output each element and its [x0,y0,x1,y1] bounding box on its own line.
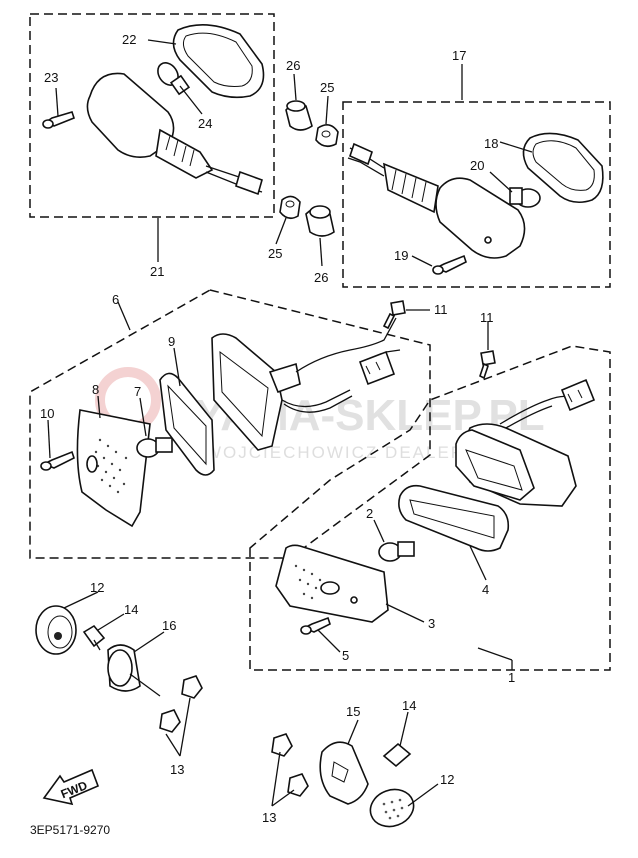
flasher-lens-18 [522,132,604,204]
housing-6 [211,317,401,451]
callout-10: 10 [40,406,54,421]
fwd-arrow-icon: FWD [42,768,100,806]
bulb-20 [509,187,541,208]
screw-11-rear-left [382,300,406,330]
bolt-14-right [382,742,412,768]
callout-23: 23 [44,70,58,85]
screw-10 [40,450,75,471]
nut-13-left [159,675,203,733]
callout-25-top: 25 [320,80,334,95]
callout-4: 4 [482,582,489,597]
callout-16: 16 [162,618,176,633]
housing-1 [455,378,596,507]
bulb-7 [136,437,173,458]
flasher-lens-22 [172,24,265,99]
callout-11-right: 11 [480,310,494,325]
callout-15: 15 [346,704,360,719]
callout-14-left: 14 [124,602,138,617]
group-21-box [29,13,275,218]
grommet-26-bottom [305,205,335,237]
nut-13-right [271,733,309,797]
flasher-housing-17 [347,142,526,259]
gasket-9 [159,372,215,476]
callout-18: 18 [484,136,498,151]
bracket-16 [107,644,161,697]
callout-17: 17 [452,48,466,63]
callout-12-left: 12 [90,580,104,595]
screw-11-rear-right [479,350,496,380]
callout-19: 19 [394,248,408,263]
callout-1: 1 [508,670,515,685]
callout-5: 5 [342,648,349,663]
callout-13-left: 13 [170,762,184,777]
bulb-2 [378,541,415,562]
callout-11-left: 11 [434,302,448,317]
callout-9: 9 [168,334,175,349]
screw-23 [42,111,75,129]
gasket-4 [398,484,510,552]
callout-24: 24 [198,116,212,131]
callout-7: 7 [134,384,141,399]
callout-2: 2 [366,506,373,521]
leader-lines [47,39,533,807]
flasher-housing-21 [86,72,263,196]
drawing-code: 3EP5171-9270 [30,823,110,837]
screw-5 [300,616,331,635]
callout-26-bottom: 26 [314,270,328,285]
callout-3: 3 [428,616,435,631]
bolt-14-left [82,624,106,651]
callout-12-right: 12 [440,772,454,787]
watermark-subtext: WOJCIECHOWICZ DEALER [205,443,465,462]
callout-25-bottom: 25 [268,246,282,261]
callout-14-right: 14 [402,698,416,713]
lens-8 [76,409,151,528]
bulb-24 [157,62,191,96]
group-1-box [249,345,611,671]
screw-19 [432,254,467,275]
callout-26-top: 26 [286,58,300,73]
bracket-15 [319,741,369,805]
group-17-box [342,101,611,288]
callout-22: 22 [122,32,136,47]
collar-25-bottom [279,195,301,220]
callout-6: 6 [112,292,119,307]
callout-21: 21 [150,264,164,279]
lens-3 [275,544,389,623]
callout-labels: 22 23 24 26 25 17 18 20 19 25 26 21 6 11… [40,32,515,825]
callout-20: 20 [470,158,484,173]
callout-8: 8 [92,382,99,397]
grommet-26-top [285,100,313,131]
reflector-12-right [369,788,415,828]
callout-13-right: 13 [262,810,276,825]
collar-25-top [315,124,339,148]
reflector-12-left [35,605,77,655]
